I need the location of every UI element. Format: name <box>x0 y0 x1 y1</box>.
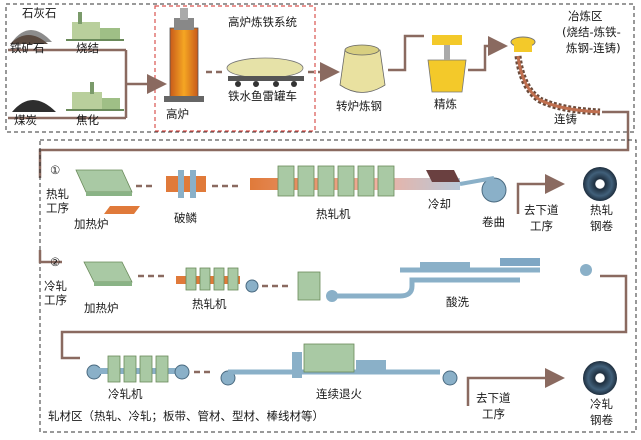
hot-next-process-1: 去下道 <box>524 203 559 217</box>
torpedo-car-icon <box>226 57 304 87</box>
rolling-zone-caption: 轧材区（热轧、冷轧；板带、管材、型材、棒线材等） <box>48 409 324 423</box>
continuous-caster-icon <box>510 36 601 116</box>
iron-ore-pile-icon <box>10 35 48 44</box>
cold-mill-label: 冷轧机 <box>108 387 143 401</box>
annealing-line-icon <box>220 343 458 386</box>
cooling-label: 冷却 <box>428 197 451 211</box>
hot-mill-label: 热轧机 <box>316 207 351 221</box>
continuous-casting-label: 连铸 <box>554 112 577 126</box>
cold-line-reheat-furnace-icon <box>83 261 133 286</box>
limestone-label: 石灰石 <box>22 6 57 20</box>
pickling-line-icon <box>297 258 592 302</box>
refining-label: 精炼 <box>434 97 457 111</box>
hot-line-label-2: 工序 <box>46 201 69 215</box>
sintering-label: 烧结 <box>76 41 99 55</box>
rolling-zone-border <box>39 139 637 433</box>
hot-rolling-mill-icon <box>250 165 460 197</box>
cooling-bed-icon <box>426 170 460 182</box>
hot-line-label-1: 热轧 <box>46 187 69 201</box>
coal-pile-icon <box>12 100 56 112</box>
cold-line-label-1: 冷轧 <box>44 279 67 293</box>
smelting-zone-title: 冶炼区 <box>568 9 603 23</box>
cold-line-reheat-furnace-label: 加热炉 <box>84 301 119 315</box>
cold-line-hot-mill-label: 热轧机 <box>192 297 227 311</box>
refining-ladle-icon <box>427 35 467 93</box>
smelting-zone-desc-1: (烧结-炼铁- <box>562 25 621 39</box>
hot-product-2: 钢卷 <box>590 219 613 233</box>
hot-line-reheat-furnace-label: 加热炉 <box>74 217 109 231</box>
annealing-label: 连续退火 <box>316 387 362 401</box>
blast-furnace-icon <box>164 8 204 102</box>
hot-line-reheat-furnace-icon <box>75 169 140 214</box>
converter-label: 转炉炼钢 <box>336 99 382 113</box>
cold-product-2: 钢卷 <box>590 413 613 427</box>
descaler-icon <box>166 170 206 198</box>
cold-product-1: 冷轧 <box>590 397 613 411</box>
cold-rolling-mill-icon <box>86 355 190 383</box>
pickling-label: 酸洗 <box>446 295 469 309</box>
converter-icon <box>339 44 386 93</box>
sintering-plant-icon <box>66 12 124 41</box>
coking-plant-icon <box>66 82 124 111</box>
hot-rolled-coil-icon <box>583 167 617 201</box>
hot-next-process-2: 工序 <box>530 219 553 233</box>
descaling-label: 破鳞 <box>174 211 197 225</box>
blast-furnace-system-title: 高炉炼铁系统 <box>228 15 297 29</box>
hot-product-1: 热轧 <box>590 203 613 217</box>
iron-ore-label: 铁矿石 <box>10 41 45 55</box>
coking-label: 焦化 <box>76 113 99 127</box>
cold-rolled-coil-icon <box>583 361 617 395</box>
cold-line-number: ② <box>50 255 61 269</box>
hot-coiler-icon <box>459 176 507 203</box>
cold-line-hot-mill-icon <box>176 267 259 293</box>
blast-furnace-system-border <box>154 5 316 132</box>
blast-furnace-label: 高炉 <box>166 107 189 121</box>
hot-line-number: ① <box>50 163 61 177</box>
coal-label: 煤炭 <box>14 113 37 127</box>
torpedo-car-label: 铁水鱼雷罐车 <box>228 89 297 103</box>
cold-next-process-1: 去下道 <box>476 391 511 405</box>
coiling-label: 卷曲 <box>482 215 505 229</box>
smelting-zone-desc-2: 炼钢-连铸) <box>566 41 621 55</box>
cold-next-process-2: 工序 <box>482 407 505 421</box>
cold-line-label-2: 工序 <box>44 293 67 307</box>
smelting-zone-border <box>5 3 635 133</box>
